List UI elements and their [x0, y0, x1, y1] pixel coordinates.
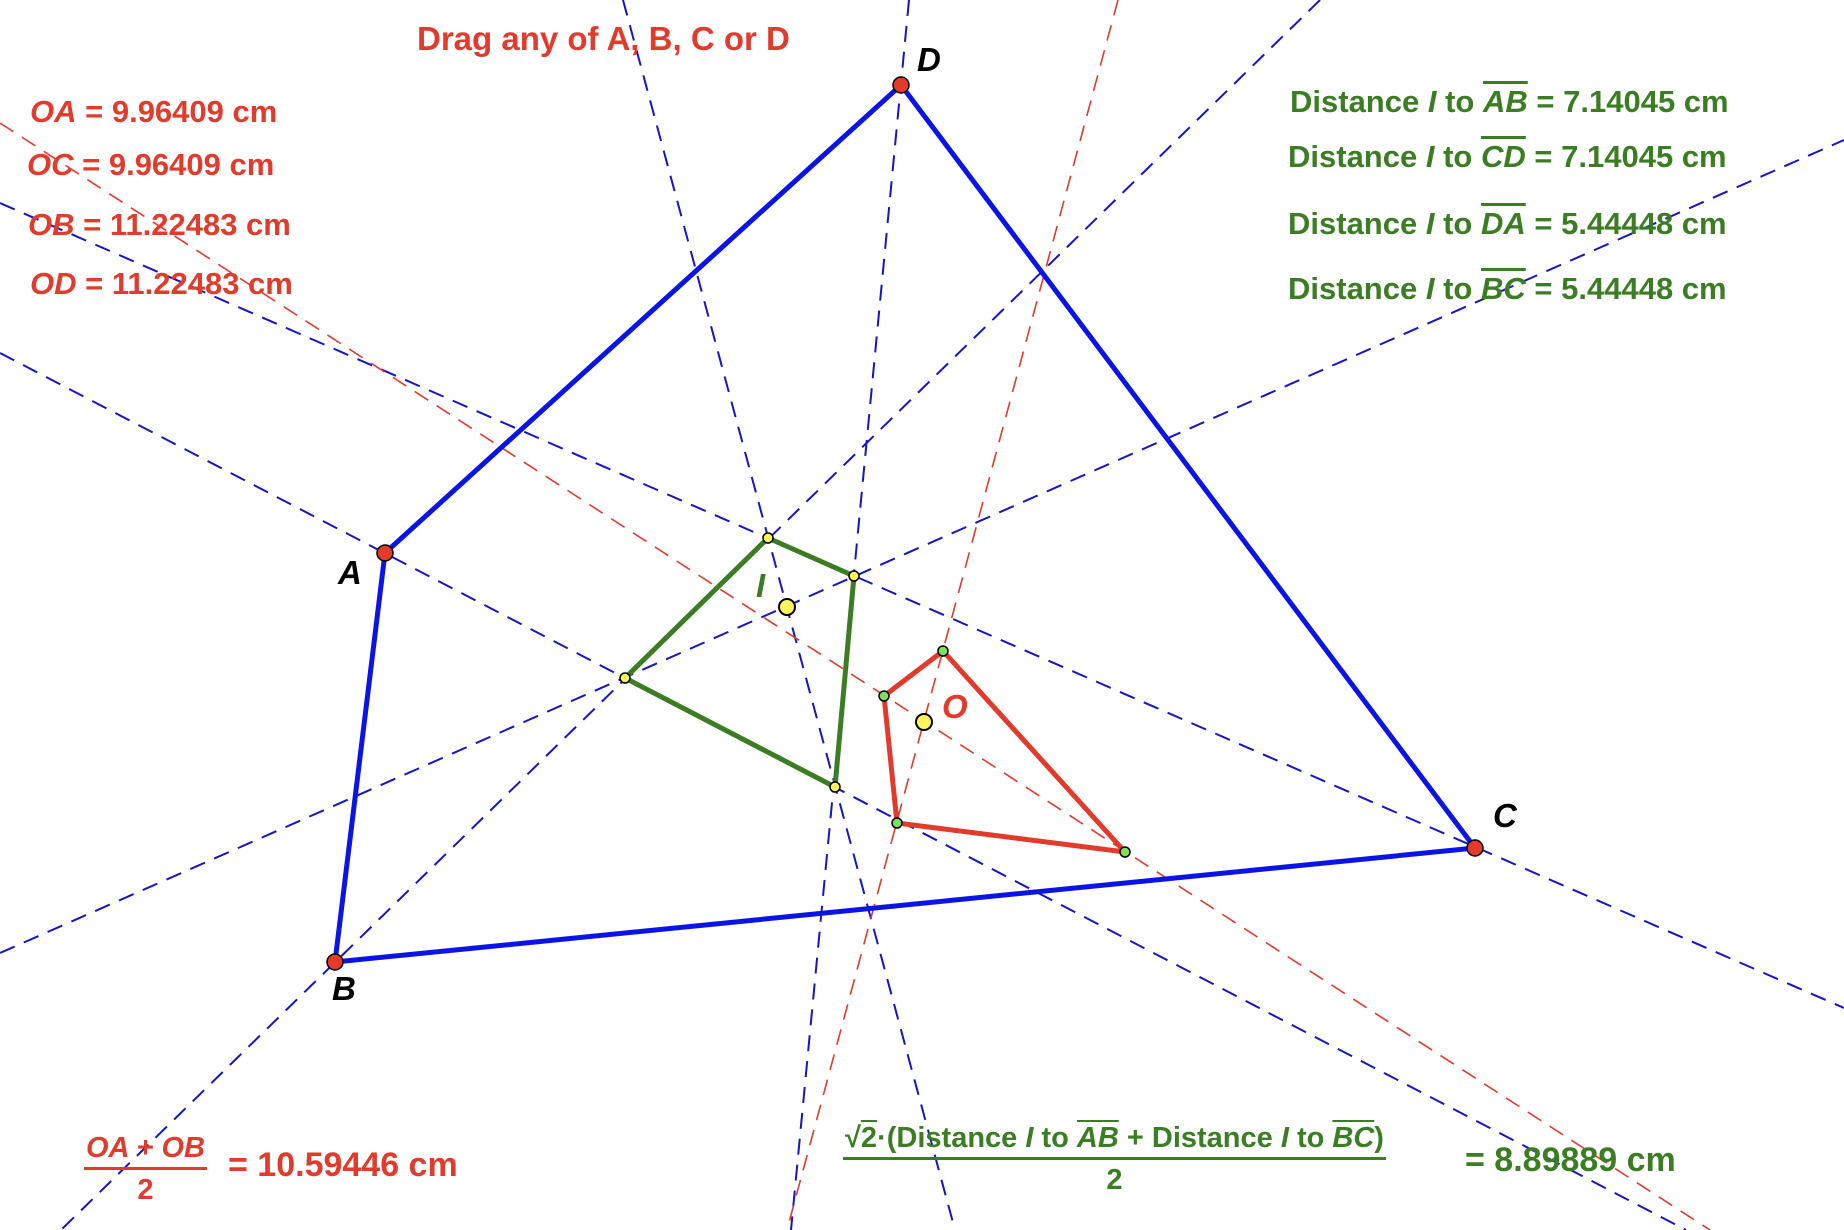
dist-to: to [1443, 139, 1473, 174]
dist-point: I [1427, 84, 1437, 119]
measure-dist-i-bc: Distance I to BC = 5.44448 cm [1288, 273, 1727, 304]
label-d: D [917, 41, 941, 78]
green-formula-numerator: √2·(Distance I to AB + Distance I to BC) [843, 1124, 1386, 1157]
dot-operator: · [877, 1122, 887, 1154]
term1-segment: AB [1076, 1122, 1119, 1154]
dist-value: = 5.44448 cm [1534, 206, 1727, 241]
close-paren: ) [1374, 1122, 1384, 1154]
measure-od: OD = 11.22483 cm [30, 268, 293, 299]
dist-point: I [1425, 139, 1435, 174]
dist-prefix: Distance [1288, 139, 1418, 174]
incenter-quad-vertex-3 [619, 672, 631, 684]
label-o: O [942, 688, 968, 725]
incenter-quad-vertex-2 [829, 781, 841, 793]
plus-operator: + [1126, 1122, 1144, 1154]
measure-ob: OB = 11.22483 cm [28, 209, 291, 240]
sqrt-symbol: √2 [845, 1122, 878, 1154]
dist-prefix: Distance [1288, 206, 1418, 241]
perpendicular-bisectors [0, 0, 1711, 1230]
dist-point: I [1425, 271, 1435, 306]
incenter-quad-vertex-0 [762, 532, 774, 544]
circumcenter-quad-vertex-3 [878, 690, 890, 702]
circumcenter-quad-points [878, 645, 1131, 858]
red-formula-result: = 10.59446 cm [228, 1146, 458, 1184]
label-i: I [756, 567, 766, 604]
measure-oc-value: = 9.96409 cm [82, 147, 275, 182]
term1-prefix: Distance [896, 1122, 1018, 1154]
point-o[interactable] [915, 713, 933, 731]
sqrt-radicand: 2 [860, 1122, 878, 1154]
incenter-quadrilateral [622, 535, 857, 790]
circumcenter-quad-vertex-2 [891, 817, 903, 829]
measure-oc-lhs: OC [27, 147, 74, 182]
green-formula-result: = 8.89889 cm [1465, 1141, 1676, 1179]
measure-dist-i-cd: Distance I to CD = 7.14045 cm [1288, 141, 1727, 172]
measure-ob-value: = 11.22483 cm [83, 207, 291, 242]
dist-value: = 7.14045 cm [1534, 139, 1727, 174]
red-formula-denominator: 2 [137, 1174, 154, 1206]
point-a[interactable] [376, 544, 394, 562]
dist-to: to [1443, 271, 1473, 306]
measure-dist-i-da: Distance I to DA = 5.44448 cm [1288, 208, 1727, 239]
point-d[interactable] [892, 76, 910, 94]
term1-point: I [1025, 1122, 1034, 1154]
label-b: B [332, 970, 356, 1007]
dist-prefix: Distance [1288, 271, 1418, 306]
measure-oa-value: = 9.96409 cm [85, 94, 278, 129]
term2-to: to [1296, 1122, 1325, 1154]
instruction-text: Drag any of A, B, C or D [417, 20, 790, 57]
fraction-bar [84, 1167, 207, 1170]
point-i[interactable] [778, 598, 796, 616]
open-paren: ( [886, 1122, 897, 1154]
term2-prefix: Distance [1151, 1122, 1273, 1154]
bisector-line-a [0, 352, 1687, 1230]
term1-to: to [1041, 1122, 1069, 1154]
bisector-line-d [790, 0, 910, 1230]
bisector-line-b2 [0, 139, 1844, 954]
perp-bisector-2 [786, 0, 1119, 1230]
dist-point: I [1425, 206, 1435, 241]
dist-value: = 5.44448 cm [1534, 271, 1727, 306]
fraction-bar [843, 1157, 1386, 1160]
circumcenter-quad-vertex-1 [1119, 846, 1131, 858]
measure-oa: OA = 9.96409 cm [30, 96, 277, 127]
label-c: C [1493, 797, 1517, 834]
bisector-line-b [60, 0, 1321, 1230]
circumcenter-quad-vertex-0 [937, 645, 949, 657]
dist-to: to [1445, 84, 1475, 119]
perp-bisector-1 [0, 122, 1711, 1230]
incenter-quad-points [619, 532, 860, 793]
label-a: A [338, 554, 362, 591]
dist-segment: BC [1481, 271, 1526, 306]
red-formula-numerator: OA + OB [86, 1132, 205, 1164]
dist-value: = 7.14045 cm [1536, 84, 1729, 119]
red-formula-fraction: OA + OB 2 [84, 1134, 207, 1205]
measure-dist-i-ab: Distance I to AB = 7.14045 cm [1290, 86, 1729, 117]
measure-od-value: = 11.22483 cm [85, 266, 293, 301]
measure-oa-lhs: OA [30, 94, 77, 129]
green-formula-fraction: √2·(Distance I to AB + Distance I to BC)… [843, 1124, 1386, 1195]
dist-segment: AB [1483, 84, 1528, 119]
measure-od-lhs: OD [30, 266, 77, 301]
measure-oc: OC = 9.96409 cm [27, 149, 274, 180]
dist-segment: CD [1481, 139, 1526, 174]
term2-segment: BC [1332, 1122, 1375, 1154]
dist-segment: DA [1481, 206, 1526, 241]
dist-to: to [1443, 206, 1473, 241]
point-c[interactable] [1466, 839, 1484, 857]
incenter-quad-vertex-1 [848, 570, 860, 582]
point-b[interactable] [326, 953, 344, 971]
measure-ob-lhs: OB [28, 207, 75, 242]
bisector-line-c [0, 202, 1844, 1009]
circumcenter-quadrilateral [881, 648, 1128, 855]
green-formula-denominator: 2 [1106, 1164, 1123, 1196]
dist-prefix: Distance [1290, 84, 1420, 119]
term2-point: I [1280, 1122, 1289, 1154]
